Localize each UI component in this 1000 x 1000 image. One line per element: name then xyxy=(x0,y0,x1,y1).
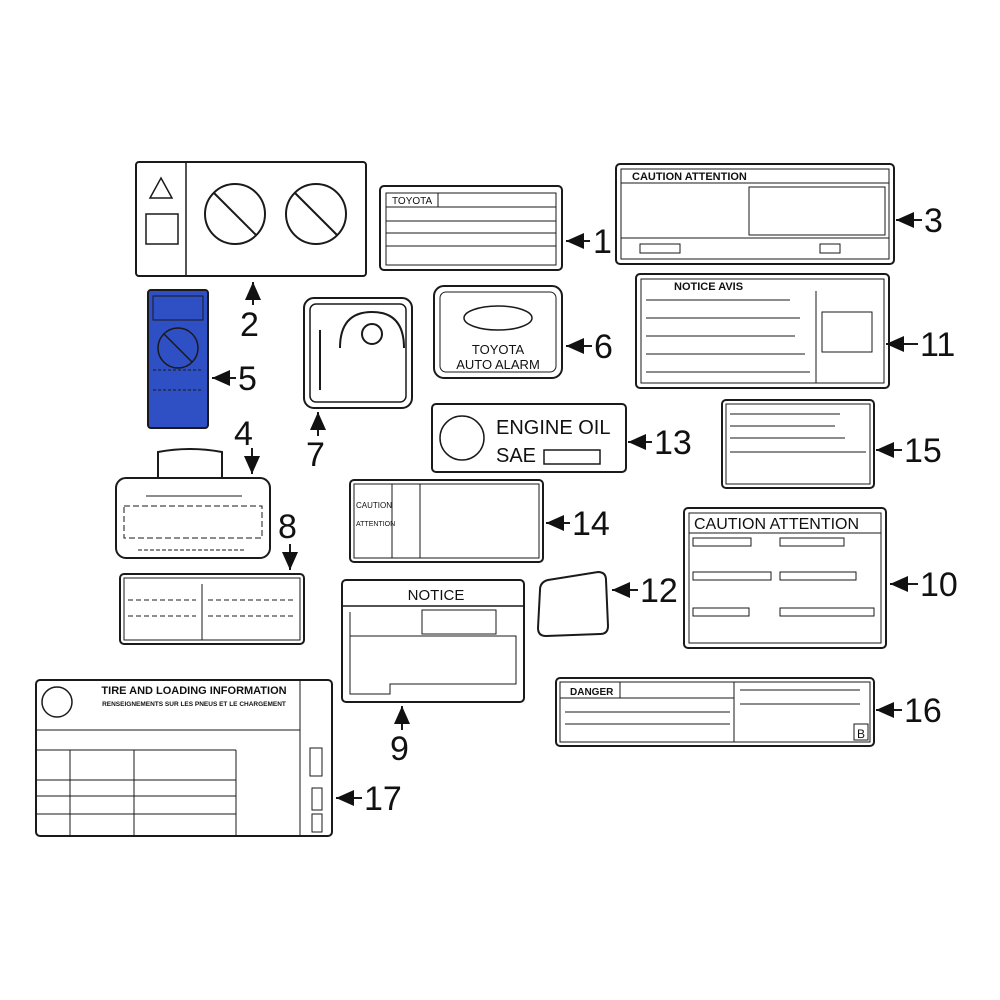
callout-6: 6 xyxy=(566,328,613,366)
label-14-caution-attention[interactable]: CAUTION ATTENTION xyxy=(349,479,544,563)
svg-text:11: 11 xyxy=(920,326,955,364)
notice-avis-text: NOTICE AVIS xyxy=(674,281,743,293)
no-child-seat-icon xyxy=(204,183,266,245)
label-10-caution-attention[interactable]: CAUTION ATTENTION xyxy=(683,507,887,649)
child-seat-icon xyxy=(339,310,405,349)
callout-10: 10 xyxy=(890,566,958,604)
callout-17: 17 xyxy=(336,780,402,818)
oil-can-icon xyxy=(439,415,485,461)
svg-text:AUTO ALARM: AUTO ALARM xyxy=(456,357,540,372)
manual-book-icon xyxy=(145,213,179,245)
car-alarm-icon xyxy=(463,305,533,331)
callout-13: 13 xyxy=(628,424,692,462)
caution-attention-text: CAUTION ATTENTION xyxy=(632,171,747,183)
svg-text:RENSEIGNEMENTS SUR LES PNEUS E: RENSEIGNEMENTS SUR LES PNEUS ET LE CHARG… xyxy=(102,701,286,708)
label-4-sticker[interactable] xyxy=(115,448,271,559)
svg-text:9: 9 xyxy=(390,730,409,768)
svg-text:ENGINE OIL: ENGINE OIL xyxy=(496,417,610,439)
svg-text:7: 7 xyxy=(306,436,325,474)
svg-text:3: 3 xyxy=(924,202,943,240)
callout-3: 3 xyxy=(896,202,943,240)
callout-16: 16 xyxy=(876,692,942,730)
label-3-caution-attention[interactable]: CAUTION ATTENTION xyxy=(615,163,895,265)
label-13-engine-oil[interactable]: ENGINE OIL SAE xyxy=(431,403,627,473)
svg-text:17: 17 xyxy=(364,780,402,818)
callout-11: 11 xyxy=(886,326,955,364)
toyota-plate-text: TOYOTA xyxy=(392,196,433,207)
tire-icon xyxy=(41,686,73,718)
label-7-child-seat[interactable] xyxy=(303,297,413,409)
svg-text:12: 12 xyxy=(640,572,678,610)
svg-text:ATTENTION: ATTENTION xyxy=(356,521,395,528)
no-child-seat-icon-2 xyxy=(285,183,347,245)
svg-text:CAUTION: CAUTION xyxy=(356,501,392,510)
callout-5: 5 xyxy=(212,360,257,398)
svg-text:B: B xyxy=(857,727,865,741)
label-8-sticker[interactable] xyxy=(119,573,305,645)
svg-text:6: 6 xyxy=(594,328,613,366)
callout-2: 2 xyxy=(240,282,261,344)
svg-text:2: 2 xyxy=(240,306,259,344)
svg-text:CAUTION ATTENTION: CAUTION ATTENTION xyxy=(694,516,859,533)
svg-text:SAE: SAE xyxy=(496,445,536,467)
svg-text:14: 14 xyxy=(572,505,610,543)
svg-text:NOTICE: NOTICE xyxy=(408,587,465,604)
label-11-notice-avis[interactable]: NOTICE AVIS xyxy=(635,273,890,389)
svg-text:TIRE AND LOADING INFORMATION: TIRE AND LOADING INFORMATION xyxy=(101,685,286,697)
svg-text:TOYOTA: TOYOTA xyxy=(472,342,525,357)
svg-text:4: 4 xyxy=(234,415,253,453)
warning-triangle-icon xyxy=(148,176,174,199)
svg-text:10: 10 xyxy=(920,566,958,604)
svg-text:1: 1 xyxy=(593,223,612,261)
svg-text:8: 8 xyxy=(278,508,297,546)
callout-8: 8 xyxy=(278,508,298,570)
svg-text:16: 16 xyxy=(904,692,942,730)
callout-4: 4 xyxy=(234,415,260,474)
svg-text:DANGER: DANGER xyxy=(570,687,614,698)
callout-14: 14 xyxy=(546,505,610,543)
callout-9: 9 xyxy=(390,706,410,768)
svg-text:15: 15 xyxy=(904,432,942,470)
svg-text:13: 13 xyxy=(654,424,692,462)
label-2-airbag-warning[interactable] xyxy=(135,161,367,277)
label-15-sticker[interactable] xyxy=(721,399,875,489)
label-9-notice[interactable]: NOTICE xyxy=(341,579,525,703)
callout-7: 7 xyxy=(306,412,326,474)
callout-15: 15 xyxy=(876,432,942,470)
label-6-auto-alarm[interactable]: TOYOTA AUTO ALARM xyxy=(433,285,563,379)
label-1-toyota-plate[interactable]: TOYOTA xyxy=(379,185,563,271)
label-17-tire-loading-info[interactable]: TIRE AND LOADING INFORMATION RENSEIGNEME… xyxy=(35,679,333,837)
callout-1: 1 xyxy=(566,223,612,261)
label-16-danger[interactable]: DANGER B xyxy=(555,677,875,747)
svg-text:5: 5 xyxy=(238,360,257,398)
callout-12: 12 xyxy=(612,572,678,610)
label-5-blue-sticker[interactable] xyxy=(147,289,209,429)
label-12-blank[interactable] xyxy=(536,570,610,638)
